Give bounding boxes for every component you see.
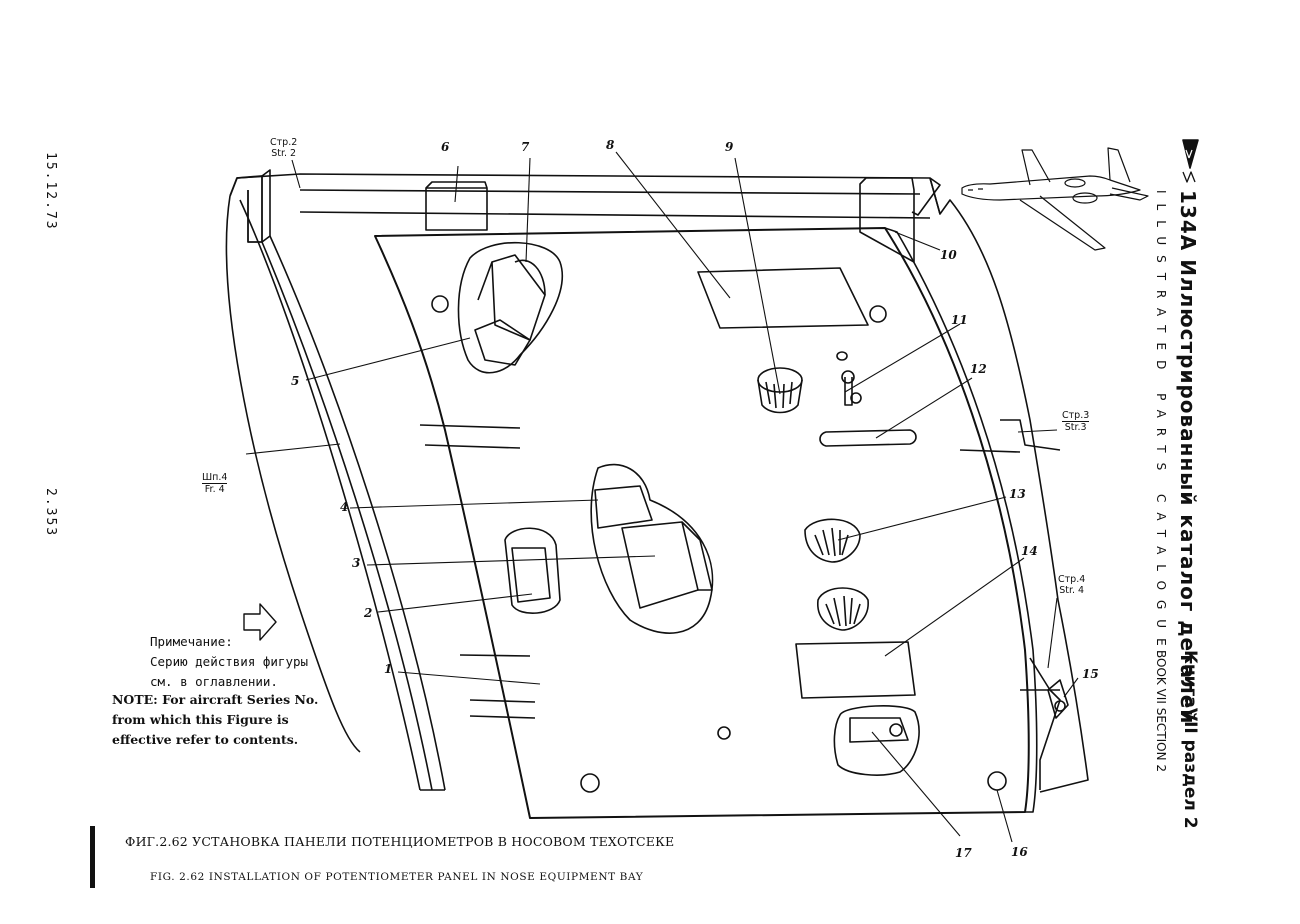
ref-str3-en: Str.3 bbox=[1064, 422, 1087, 433]
ref-fr4-ru: Шп.4 bbox=[202, 472, 228, 484]
ref-str3: Стр.3 Str.3 bbox=[1062, 410, 1090, 433]
note-ru-line: см. в оглавлении. bbox=[150, 674, 278, 689]
callout-3: 3 bbox=[352, 556, 361, 570]
callout-9: 9 bbox=[725, 140, 734, 154]
aircraft-silhouette-icon bbox=[961, 147, 1149, 251]
ref-str2-en: Str. 2 bbox=[271, 148, 297, 159]
manufacturer-logo bbox=[1182, 139, 1199, 183]
note-en-line: from which this Figure is bbox=[112, 712, 289, 727]
note-ru-line: Примечание: bbox=[150, 634, 233, 649]
callout-2: 2 bbox=[364, 606, 373, 620]
callout-7: 7 bbox=[521, 140, 530, 154]
callout-12: 12 bbox=[970, 362, 987, 376]
callout-14: 14 bbox=[1021, 544, 1038, 558]
callout-1: 1 bbox=[384, 662, 393, 676]
ref-str4-en: Str. 4 bbox=[1059, 585, 1085, 596]
note-en-line: effective refer to contents. bbox=[112, 732, 299, 747]
knob-13b bbox=[817, 587, 869, 631]
ref-fr4: Шп.4 Fr. 4 bbox=[202, 472, 228, 495]
note-ru: Примечание: Серию действия фигуры см. в … bbox=[150, 632, 308, 692]
callout-4: 4 bbox=[340, 500, 349, 514]
callout-6: 6 bbox=[441, 140, 450, 154]
callout-16: 16 bbox=[1011, 845, 1028, 859]
callout-5: 5 bbox=[291, 374, 300, 388]
ref-str2: Стр.2 Str. 2 bbox=[270, 137, 297, 159]
callout-11: 11 bbox=[951, 313, 968, 327]
note-ru-line: Серию действия фигуры bbox=[150, 654, 309, 669]
figure-caption-en: FIG. 2.62 INSTALLATION OF POTENTIOMETER … bbox=[150, 871, 644, 883]
callout-15: 15 bbox=[1082, 667, 1099, 681]
callout-8: 8 bbox=[606, 138, 615, 152]
ref-str4-ru: Стр.4 bbox=[1058, 574, 1086, 585]
note-en-line: NOTE: For aircraft Series No. bbox=[112, 692, 319, 707]
knob-13 bbox=[804, 518, 861, 563]
figure-caption-ru: ФИГ.2.62 УСТАНОВКА ПАНЕЛИ ПОТЕНЦИОМЕТРОВ… bbox=[125, 834, 675, 849]
callout-13: 13 bbox=[1009, 487, 1026, 501]
ref-str4: Стр.4 Str. 4 bbox=[1058, 574, 1085, 596]
ref-str2-ru: Стр.2 bbox=[270, 137, 298, 148]
potentiometer-panel bbox=[374, 227, 1030, 819]
ref-fr4-en: Fr. 4 bbox=[204, 484, 225, 495]
ref-str3-ru: Стр.3 bbox=[1062, 410, 1090, 422]
margin-bar bbox=[90, 826, 95, 888]
callout-17: 17 bbox=[955, 846, 972, 860]
knob-9 bbox=[757, 367, 803, 414]
callout-10: 10 bbox=[940, 248, 957, 262]
direction-arrow-icon bbox=[243, 603, 277, 641]
note-en: NOTE: For aircraft Series No. from which… bbox=[112, 690, 318, 750]
